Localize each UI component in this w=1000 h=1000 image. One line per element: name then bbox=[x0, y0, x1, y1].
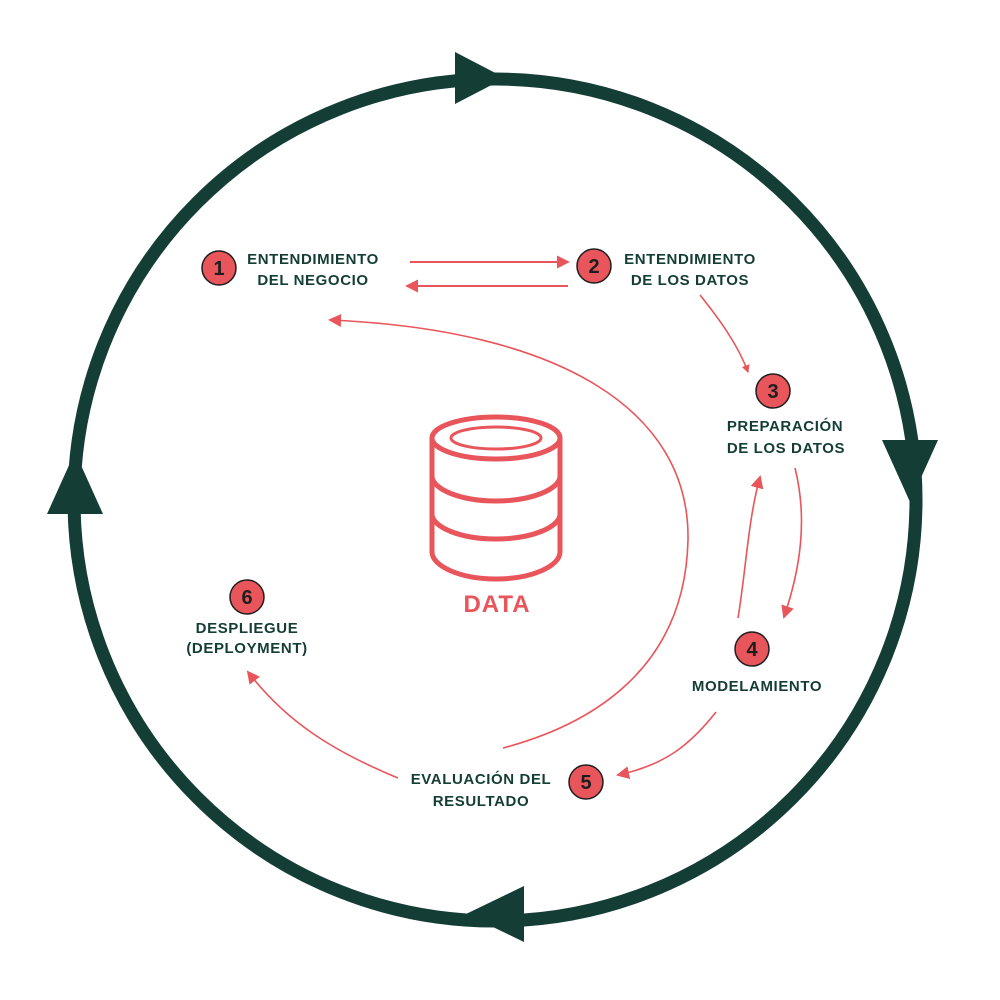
outer-arrowhead-bottom bbox=[466, 886, 524, 942]
center-label: DATA bbox=[463, 591, 530, 618]
step-3: 3 PREPARACIÓN DE LOS DATOS bbox=[727, 373, 845, 457]
step-5: 5 EVALUACIÓN DEL RESULTADO bbox=[411, 764, 604, 810]
step-3-number: 3 bbox=[767, 381, 778, 403]
step-4-label-line1: MODELAMIENTO bbox=[692, 678, 822, 695]
step-3-label-line1: PREPARACIÓN bbox=[727, 417, 843, 435]
step-6-label-line1: DESPLIEGUE bbox=[196, 620, 299, 637]
step-6: 6 DESPLIEGUE (DEPLOYMENT) bbox=[186, 579, 307, 657]
step-3-label-line2: DE LOS DATOS bbox=[727, 440, 845, 457]
step-2-label-line1: ENTENDIMIENTO bbox=[624, 251, 756, 268]
step-3-badge bbox=[755, 373, 791, 409]
step-2-number: 2 bbox=[588, 256, 599, 278]
step-5-label-line1: EVALUACIÓN DEL bbox=[411, 770, 552, 788]
step-4: 4 MODELAMIENTO bbox=[692, 631, 822, 695]
step-2-label-line2: DE LOS DATOS bbox=[631, 272, 749, 289]
step-5-badge bbox=[568, 764, 604, 800]
step-1: 1 ENTENDIMIENTO DEL NEGOCIO bbox=[201, 250, 379, 289]
outer-arrowhead-top bbox=[455, 52, 505, 104]
step-6-label-line2: (DEPLOYMENT) bbox=[186, 640, 307, 657]
step-1-number: 1 bbox=[213, 258, 224, 280]
step-1-label-line1: ENTENDIMIENTO bbox=[247, 251, 379, 268]
arrow-step5-to-step6 bbox=[246, 670, 399, 779]
step-6-number: 6 bbox=[241, 587, 252, 609]
arrow-step3-to-step4 bbox=[781, 467, 803, 619]
arrow-step4-to-step3 bbox=[737, 475, 764, 619]
arrow-step2-to-step3 bbox=[699, 294, 750, 374]
step-4-badge bbox=[734, 631, 770, 667]
step-2: 2 ENTENDIMIENTO DE LOS DATOS bbox=[576, 248, 756, 289]
step-5-label-line2: RESULTADO bbox=[433, 793, 530, 810]
outer-arrowhead-left bbox=[47, 452, 103, 514]
outer-arrowhead-right bbox=[882, 440, 938, 502]
step-1-badge bbox=[201, 250, 237, 286]
step-1-label-line2: DEL NEGOCIO bbox=[257, 272, 368, 289]
arrow-step4-to-step5 bbox=[616, 711, 717, 780]
database-icon bbox=[429, 414, 563, 582]
arrow-step5-to-step1 bbox=[328, 313, 689, 749]
step-4-number: 4 bbox=[746, 639, 758, 661]
step-5-number: 5 bbox=[580, 772, 591, 794]
step-6-badge bbox=[229, 579, 265, 615]
step-2-badge bbox=[576, 248, 612, 284]
